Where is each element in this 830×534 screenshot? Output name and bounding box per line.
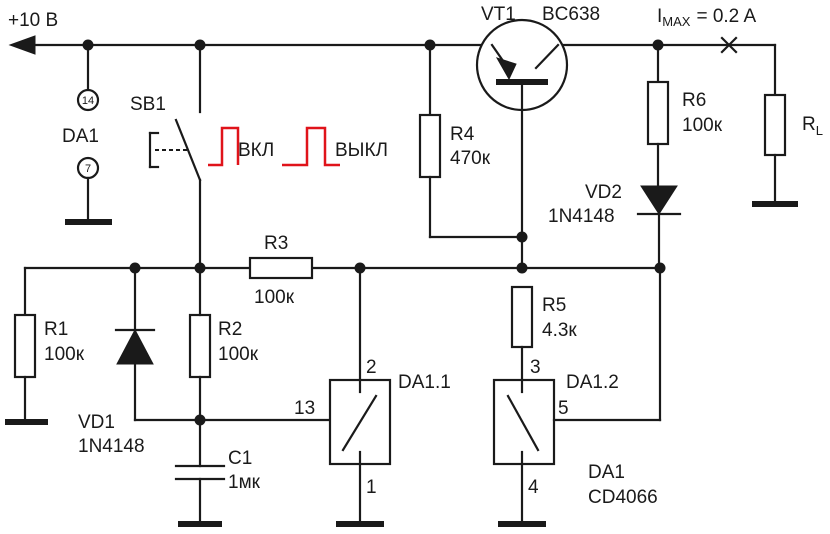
r2-value: 100к bbox=[218, 344, 259, 365]
da1-power-label: DA1 bbox=[62, 126, 99, 147]
r6-label: R6 bbox=[682, 90, 706, 111]
da1-2-pin-b: 4 bbox=[528, 477, 539, 498]
c1-label: C1 bbox=[228, 448, 252, 469]
r4-value: 470к bbox=[450, 148, 491, 169]
load-resistor bbox=[752, 93, 798, 207]
da1-label: DA1 bbox=[588, 462, 625, 483]
c1-value: 1мк bbox=[228, 472, 261, 493]
r2-resistor bbox=[188, 266, 212, 468]
vd1-diode bbox=[114, 266, 332, 422]
junction-dots bbox=[82, 39, 666, 426]
r3-resistor bbox=[248, 256, 314, 280]
supply-arrow-icon bbox=[8, 35, 36, 55]
da1-2-pin-ctrl: 5 bbox=[558, 398, 569, 419]
da1-vcc-pin: 14 bbox=[82, 95, 94, 107]
r3-label: R3 bbox=[264, 233, 288, 254]
off-pulse-label: ВЫКЛ bbox=[335, 140, 388, 161]
da1-1-pin-b: 1 bbox=[366, 477, 377, 498]
da1-2-label: DA1.2 bbox=[566, 372, 619, 393]
supply-rail bbox=[33, 43, 777, 97]
da1-1-pin-ctrl: 13 bbox=[294, 398, 315, 419]
vd2-label: VD2 bbox=[585, 182, 622, 203]
r4-label: R4 bbox=[450, 124, 475, 145]
vt1-part: BC638 bbox=[542, 4, 600, 25]
r5-resistor bbox=[510, 285, 534, 382]
r3-value: 100к bbox=[254, 287, 295, 308]
on-pulse-icon bbox=[208, 126, 240, 167]
da1-1-switch bbox=[328, 266, 392, 527]
sb1-switch bbox=[148, 43, 202, 270]
r5-value: 4.3к bbox=[542, 320, 577, 341]
load-label: RL bbox=[802, 114, 823, 138]
r1-resistor bbox=[5, 266, 48, 425]
da1-power-pins bbox=[65, 43, 112, 225]
vd2-part: 1N4148 bbox=[548, 206, 615, 227]
off-pulse-icon bbox=[282, 126, 340, 167]
vd1-label: VD1 bbox=[78, 412, 115, 433]
r2-label: R2 bbox=[218, 319, 242, 340]
c1-capacitor bbox=[174, 464, 226, 527]
r4-resistor bbox=[418, 43, 524, 239]
r1-value: 100к bbox=[44, 344, 85, 365]
r6-value: 100к bbox=[682, 115, 723, 136]
r5-label: R5 bbox=[542, 295, 566, 316]
da1-2-switch bbox=[492, 266, 662, 527]
vt1-label: VT1 bbox=[481, 4, 516, 25]
current-limit-marker bbox=[720, 36, 738, 54]
supply-label: +10 В bbox=[8, 10, 58, 31]
vt1-transistor bbox=[475, 18, 569, 270]
sb1-label: SB1 bbox=[130, 94, 166, 115]
da1-part: CD4066 bbox=[588, 487, 658, 508]
on-pulse-label: ВКЛ bbox=[238, 140, 274, 161]
vd2-diode bbox=[636, 185, 682, 270]
current-limit-label: IMAX= 0.2 A bbox=[657, 6, 756, 29]
r6-resistor bbox=[646, 43, 670, 188]
da1-1-pin-a: 2 bbox=[366, 357, 377, 378]
da1-gnd-pin: 7 bbox=[85, 163, 91, 175]
vd1-part: 1N4148 bbox=[78, 436, 145, 457]
da1-1-label: DA1.1 bbox=[398, 372, 451, 393]
da1-2-pin-a: 3 bbox=[530, 357, 541, 378]
r1-label: R1 bbox=[44, 319, 68, 340]
